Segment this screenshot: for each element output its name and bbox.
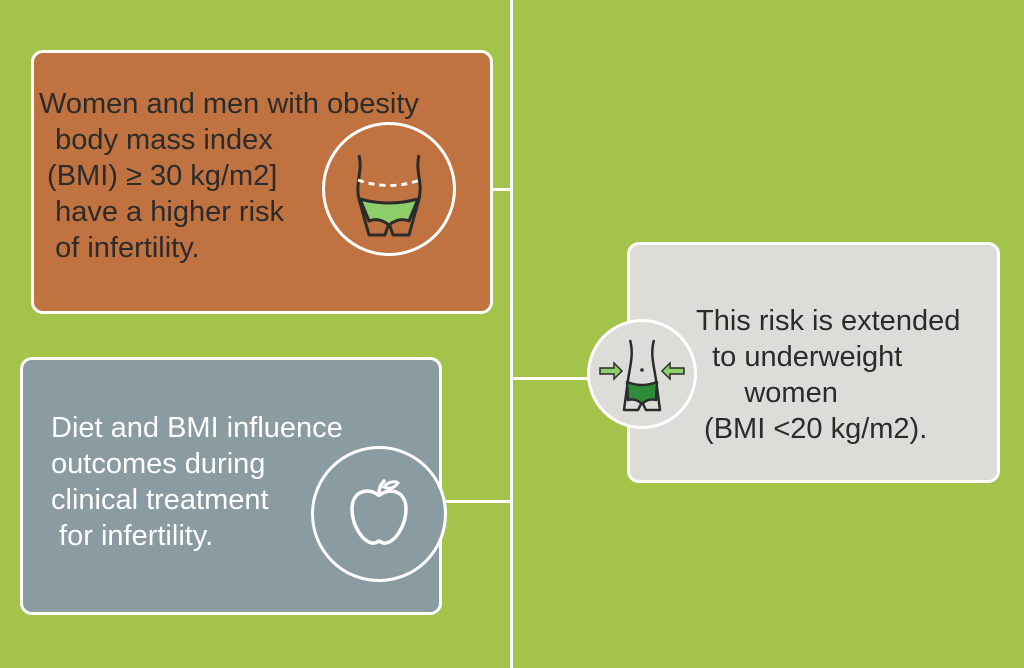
connector-underweight <box>512 377 592 380</box>
central-connector-line <box>510 0 513 668</box>
waist-obesity-icon <box>322 122 456 256</box>
diet-card: Diet and BMI influence outcomes during c… <box>20 357 442 615</box>
underweight-card-text: This risk is extended to underweight wom… <box>696 305 961 445</box>
obesity-card: Women and men with obesity body mass ind… <box>31 50 493 314</box>
diet-card-text: Diet and BMI influence outcomes during c… <box>51 412 343 552</box>
obesity-card-text: Women and men with obesity body mass ind… <box>39 88 419 264</box>
waist-underweight-icon <box>587 319 697 429</box>
apple-icon <box>311 446 447 582</box>
connector-diet <box>440 500 512 503</box>
